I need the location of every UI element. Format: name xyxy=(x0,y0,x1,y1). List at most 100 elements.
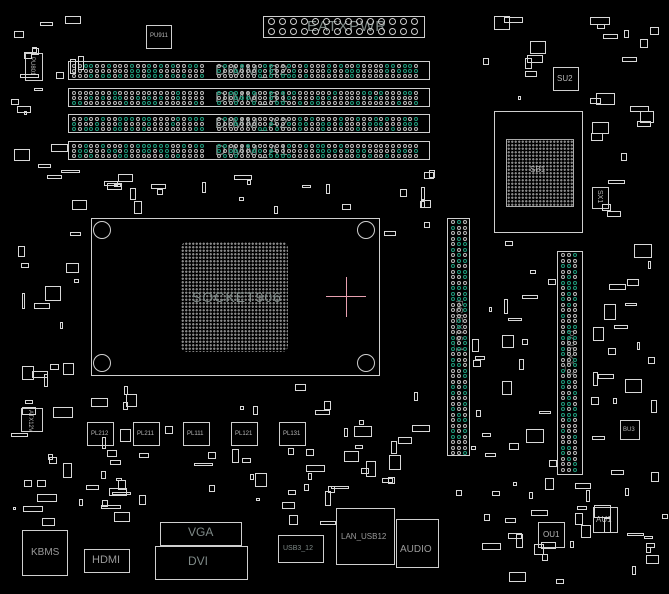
dimm-pin xyxy=(309,127,314,131)
choke-pl111[interactable] xyxy=(183,422,210,446)
dimm-pin xyxy=(373,91,378,95)
pciex1-slot[interactable] xyxy=(557,251,583,475)
smd-pad xyxy=(252,405,259,415)
dvi-connector[interactable] xyxy=(155,546,248,580)
slot-pin xyxy=(457,412,461,417)
dimm-pin xyxy=(240,69,245,73)
dimm-pin xyxy=(309,64,314,68)
usb3-connector[interactable] xyxy=(278,535,324,563)
dimm-pin xyxy=(315,101,320,105)
dimm-pin xyxy=(344,149,349,153)
smd-pad xyxy=(308,472,312,480)
power-pin xyxy=(367,18,374,25)
choke-pl121[interactable] xyxy=(231,422,258,446)
power-pin xyxy=(356,28,363,35)
smd-pad xyxy=(23,506,44,513)
lan-usb-connector[interactable] xyxy=(336,508,395,565)
sx1-chip[interactable] xyxy=(592,187,609,209)
dimm-pin xyxy=(292,144,297,148)
slot-pin xyxy=(561,418,565,422)
smd-pad xyxy=(580,524,592,538)
dimm-pin xyxy=(338,96,343,100)
smd-pad xyxy=(315,409,331,416)
dimm-a2-slot[interactable] xyxy=(68,114,430,133)
smd-pad xyxy=(428,170,436,178)
dimm-pin xyxy=(304,91,308,95)
smd-pad xyxy=(42,518,56,527)
slot-pin xyxy=(451,269,455,274)
smd-pad xyxy=(630,105,650,112)
choke-pl211[interactable] xyxy=(133,422,160,446)
atx12v-connector[interactable] xyxy=(21,408,43,432)
dimm-pin xyxy=(176,149,181,153)
dimm-pin xyxy=(130,122,134,126)
pu911-chip[interactable] xyxy=(146,25,172,49)
dimm-pin xyxy=(228,74,233,78)
bu3-chip[interactable] xyxy=(620,420,640,440)
dimm-pin xyxy=(367,122,372,126)
vga-connector[interactable] xyxy=(160,522,242,546)
smd-pad xyxy=(323,400,332,411)
dimm-pin xyxy=(147,91,152,95)
audio-connector[interactable] xyxy=(396,519,439,568)
dimm-pin xyxy=(333,127,337,131)
smd-pad xyxy=(525,70,537,77)
dimm-pin xyxy=(309,91,314,95)
dimm-pin xyxy=(147,154,152,158)
cpu-socket-outline[interactable] xyxy=(91,218,380,376)
smd-pad xyxy=(63,462,72,479)
dimm-b1-slot[interactable] xyxy=(68,88,430,107)
kbms-connector[interactable] xyxy=(22,530,68,576)
su2-label: SU2 xyxy=(557,74,573,83)
dimm-pin xyxy=(193,127,198,131)
dimm-pin xyxy=(309,96,314,100)
dimm-pin xyxy=(356,64,361,68)
dimm-pin xyxy=(286,144,291,148)
pciex16-slot[interactable] xyxy=(447,218,470,456)
smd-pad xyxy=(23,51,33,60)
dimm-pin xyxy=(101,117,105,121)
dimm-b2-slot[interactable] xyxy=(68,61,430,80)
slot-pin xyxy=(457,275,461,279)
dimm-pin xyxy=(263,96,268,100)
dimm-pin xyxy=(257,91,262,95)
smd-pad xyxy=(505,518,516,523)
slot-pin xyxy=(561,429,565,433)
smd-pad xyxy=(365,461,376,477)
slot-pin xyxy=(463,374,467,378)
slot-pin xyxy=(457,286,461,290)
slot-pin xyxy=(573,423,577,428)
dimm-pin xyxy=(72,144,76,148)
dimm-pin xyxy=(164,91,169,95)
smd-pad xyxy=(621,153,627,161)
dimm-pin xyxy=(275,144,279,148)
pu801-chip[interactable] xyxy=(25,53,43,81)
dimm-pin xyxy=(379,74,384,78)
dimm-a1-slot[interactable] xyxy=(68,141,430,160)
chipset-outline[interactable] xyxy=(494,111,583,233)
choke-pl212[interactable] xyxy=(87,422,114,446)
slot-pin xyxy=(561,368,565,373)
dimm-pin xyxy=(321,74,326,78)
dimm-pin xyxy=(263,91,268,95)
dimm-pin xyxy=(101,149,105,153)
smd-pad xyxy=(485,453,496,457)
dimm-pin xyxy=(362,154,366,158)
kbms-label: KBMS xyxy=(31,547,60,558)
dimm-pin xyxy=(135,74,140,78)
dimm-pin xyxy=(141,101,146,105)
choke-pl131[interactable] xyxy=(279,422,306,446)
ou1-chip[interactable] xyxy=(538,522,565,548)
dimm-pin xyxy=(240,96,245,100)
slot-pin xyxy=(451,280,455,285)
eatxpwr-connector[interactable] xyxy=(263,16,425,38)
dimm-pin xyxy=(246,122,250,126)
slot-pin xyxy=(561,302,565,307)
smd-pad xyxy=(526,55,543,63)
dimm-pin xyxy=(170,122,175,126)
dimm-pin xyxy=(263,154,268,158)
hdmi-connector[interactable] xyxy=(84,549,130,573)
dimm-pin xyxy=(118,101,123,105)
su2-chip[interactable] xyxy=(553,67,579,91)
